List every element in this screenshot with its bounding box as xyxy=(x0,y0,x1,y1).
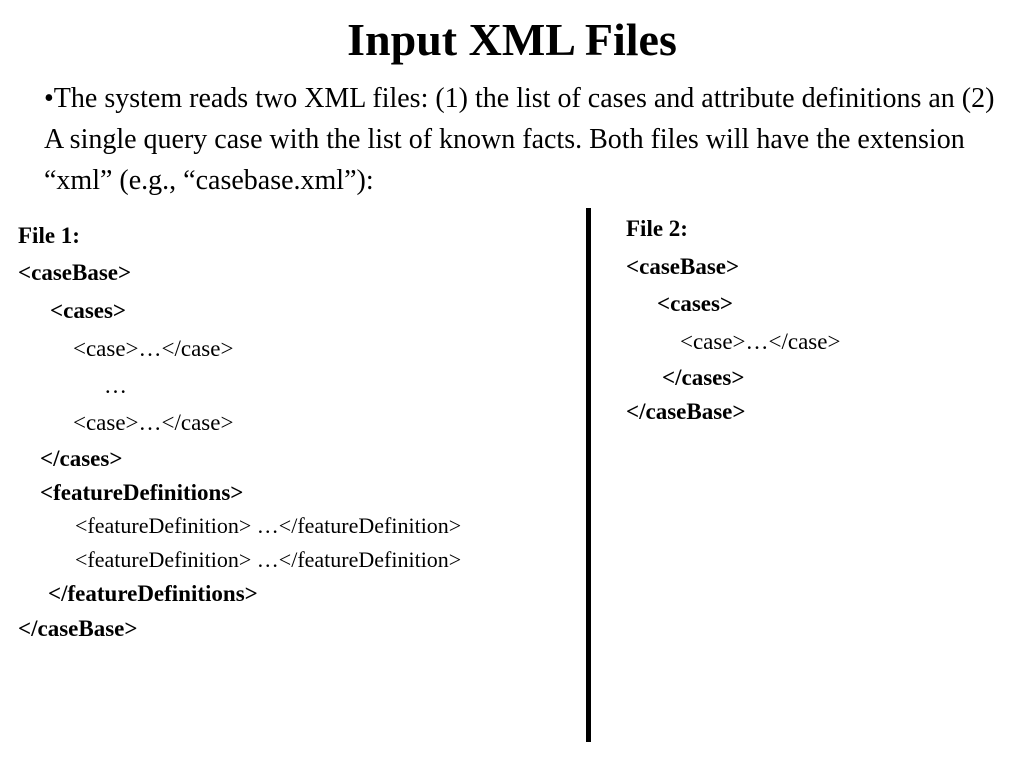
file1-cases-close: </cases> xyxy=(40,446,123,471)
file1-featuredefinitions-close: </featureDefinitions> xyxy=(48,581,258,606)
slide-title: Input XML Files xyxy=(347,14,677,65)
file2-casebase-open: <caseBase> xyxy=(626,254,740,279)
file1-casebase-close: </caseBase> xyxy=(18,616,138,641)
file2-casebase-close: </caseBase> xyxy=(626,399,746,424)
file1-featuredefinitions-open: <featureDefinitions> xyxy=(40,480,244,505)
bullet-paragraph: •The system reads two XML files: (1) the… xyxy=(44,83,995,196)
file2-cases-open: <cases> xyxy=(657,291,734,316)
file2-label: File 2: xyxy=(626,216,688,241)
file2-cases-close: </cases> xyxy=(662,365,745,390)
file1-casebase-open: <caseBase> xyxy=(18,260,132,285)
file1-featuredefinition-line: <featureDefinition> …</featureDefinition… xyxy=(75,547,462,572)
file1-ellipsis: … xyxy=(104,373,127,398)
file1-cases-open: <cases> xyxy=(50,298,127,323)
file1-label: File 1: xyxy=(18,223,80,248)
file1-case-line: <case>…</case> xyxy=(73,410,234,435)
file1-case-line: <case>…</case> xyxy=(73,336,234,361)
column-divider xyxy=(586,208,591,742)
file1-featuredefinition-line: <featureDefinition> …</featureDefinition… xyxy=(75,513,462,538)
file2-case-line: <case>…</case> xyxy=(680,329,841,354)
